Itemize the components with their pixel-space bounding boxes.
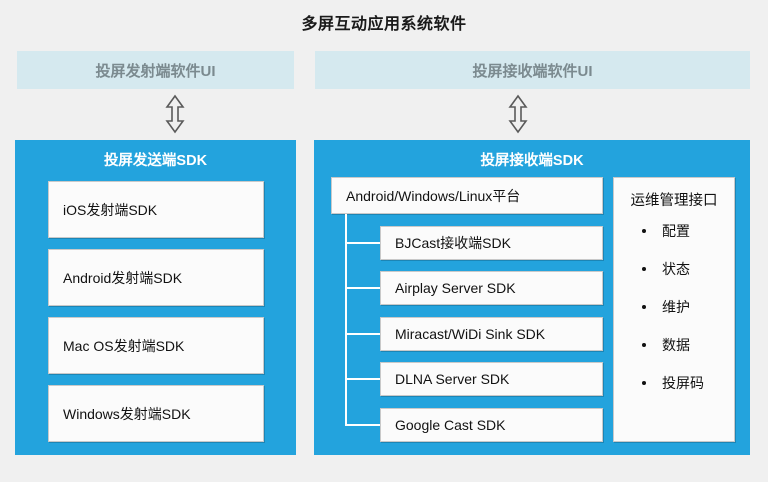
ops-management-box[interactable]: 运维管理接口 配置 状态 维护 数据 投屏码: [613, 177, 735, 442]
receiver-sdk-item-label: Google Cast SDK: [395, 417, 506, 433]
tree-branch-line: [345, 424, 380, 426]
tree-branch-line: [345, 287, 380, 289]
receiver-sdk-item-airplay[interactable]: Airplay Server SDK: [380, 271, 603, 305]
sender-sdk-item-ios[interactable]: iOS发射端SDK: [48, 181, 264, 238]
ops-list-item: 维护: [640, 288, 734, 326]
sender-sdk-item-label: Mac OS发射端SDK: [63, 337, 185, 354]
receiver-sdk-item-miracast[interactable]: Miracast/WiDi Sink SDK: [380, 317, 603, 351]
receiver-sdk-panel: 投屏接收端SDK Android/Windows/Linux平台 BJCast接…: [314, 140, 750, 455]
sender-sdk-item-macos[interactable]: Mac OS发射端SDK: [48, 317, 264, 374]
receiver-sdk-item-bjcast[interactable]: BJCast接收端SDK: [380, 226, 603, 260]
receiver-sdk-item-dlna[interactable]: DLNA Server SDK: [380, 362, 603, 396]
ops-list-item: 投屏码: [640, 364, 734, 402]
sender-sdk-item-label: iOS发射端SDK: [63, 201, 158, 218]
receiver-sdk-item-label: BJCast接收端SDK: [395, 235, 511, 251]
sender-sdk-panel-title: 投屏发送端SDK: [103, 153, 208, 169]
receiver-sdk-item-label: DLNA Server SDK: [395, 371, 510, 387]
ops-list-item: 配置: [640, 212, 734, 250]
sender-sdk-panel: 投屏发送端SDK iOS发射端SDK Android发射端SDK Mac OS发…: [15, 140, 296, 455]
ops-list-item: 状态: [640, 250, 734, 288]
receiver-platform-label: Android/Windows/Linux平台: [346, 187, 521, 204]
sender-sdk-item-windows[interactable]: Windows发射端SDK: [48, 385, 264, 442]
sender-ui-bar-label: 投屏发射端软件UI: [95, 62, 216, 80]
sender-double-arrow-icon: [164, 94, 186, 134]
receiver-ui-bar-label: 投屏接收端软件UI: [472, 62, 593, 80]
receiver-ui-bar: 投屏接收端软件UI: [315, 51, 750, 89]
sender-sdk-item-label: Android发射端SDK: [63, 269, 183, 286]
tree-trunk-line: [345, 214, 347, 426]
ops-management-title: 运维管理接口: [630, 193, 718, 209]
sender-ui-bar: 投屏发射端软件UI: [17, 51, 294, 89]
page-title: 多屏互动应用系统软件: [301, 16, 467, 33]
receiver-platform-box[interactable]: Android/Windows/Linux平台: [331, 177, 603, 214]
ops-list-item: 数据: [640, 326, 734, 364]
tree-branch-line: [345, 333, 380, 335]
ops-management-list: 配置 状态 维护 数据 投屏码: [614, 212, 734, 402]
receiver-sdk-item-googlecast[interactable]: Google Cast SDK: [380, 408, 603, 442]
receiver-sdk-panel-title: 投屏接收端SDK: [480, 153, 584, 169]
sender-sdk-item-label: Windows发射端SDK: [63, 405, 191, 422]
tree-branch-line: [345, 378, 380, 380]
receiver-sdk-item-label: Miracast/WiDi Sink SDK: [395, 326, 546, 342]
receiver-double-arrow-icon: [507, 94, 529, 134]
receiver-sdk-item-label: Airplay Server SDK: [395, 280, 516, 296]
sender-sdk-item-android[interactable]: Android发射端SDK: [48, 249, 264, 306]
tree-branch-line: [345, 242, 380, 244]
